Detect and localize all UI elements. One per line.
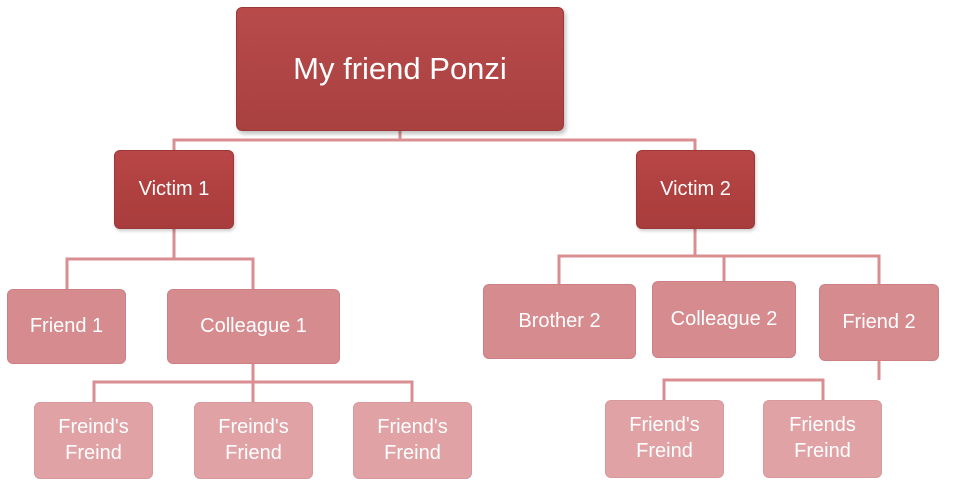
victim-2-node: Victim 2 (636, 150, 755, 229)
colleague-2-label: Colleague 2 (670, 307, 778, 330)
friend-1-node: Friend 1 (7, 289, 126, 364)
root-label: My friend Ponzi (293, 51, 507, 87)
grandchild-label-line2: Freind (794, 440, 851, 462)
victim-2-label: Victim 2 (660, 177, 731, 200)
grandchild-label-line2: Freind (384, 441, 441, 464)
grandchild-node: Friend's Freind (353, 402, 472, 479)
grandchild-label-line1: Friends (789, 414, 856, 437)
grandchild-label-line1: Friend's (629, 414, 700, 437)
colleague-1-node: Colleague 1 (167, 289, 340, 364)
grandchild-node: Friends Freind (763, 400, 882, 478)
grandchild-node: Friend's Freind (605, 400, 724, 478)
grandchild-node: Freind's Freind (34, 402, 153, 479)
connector-victim2-to-children (557, 229, 881, 284)
grandchild-label-line2: Friend (225, 441, 282, 464)
grandchild-label-line1: Friend's (377, 415, 448, 438)
victim-1-label: Victim 1 (138, 177, 210, 200)
grandchild-node: Freind's Friend (194, 402, 313, 479)
brother-2-node: Brother 2 (483, 284, 636, 359)
victim-1-node: Victim 1 (114, 150, 234, 229)
root-node: My friend Ponzi (236, 7, 564, 131)
connector-victim1-to-children (65, 229, 255, 289)
grandchild-label-line1: Freind's (58, 415, 129, 438)
colleague-2-node: Colleague 2 (652, 281, 796, 358)
connector-friend2-to-grandchildren (662, 361, 881, 400)
connector-colleague1-to-grandchildren (92, 364, 414, 402)
grandchild-label-line1: Freind's (218, 415, 289, 438)
grandchild-label-line2: Freind (65, 441, 122, 464)
brother-2-label: Brother 2 (518, 309, 601, 332)
friend-1-label: Friend 1 (29, 314, 104, 337)
colleague-1-label: Colleague 1 (200, 314, 307, 337)
grandchild-label-line2: Freind (636, 440, 693, 462)
friend-2-node: Friend 2 (819, 284, 939, 361)
friend-2-label: Friend 2 (842, 310, 916, 333)
connector-root-to-victims (172, 131, 697, 150)
